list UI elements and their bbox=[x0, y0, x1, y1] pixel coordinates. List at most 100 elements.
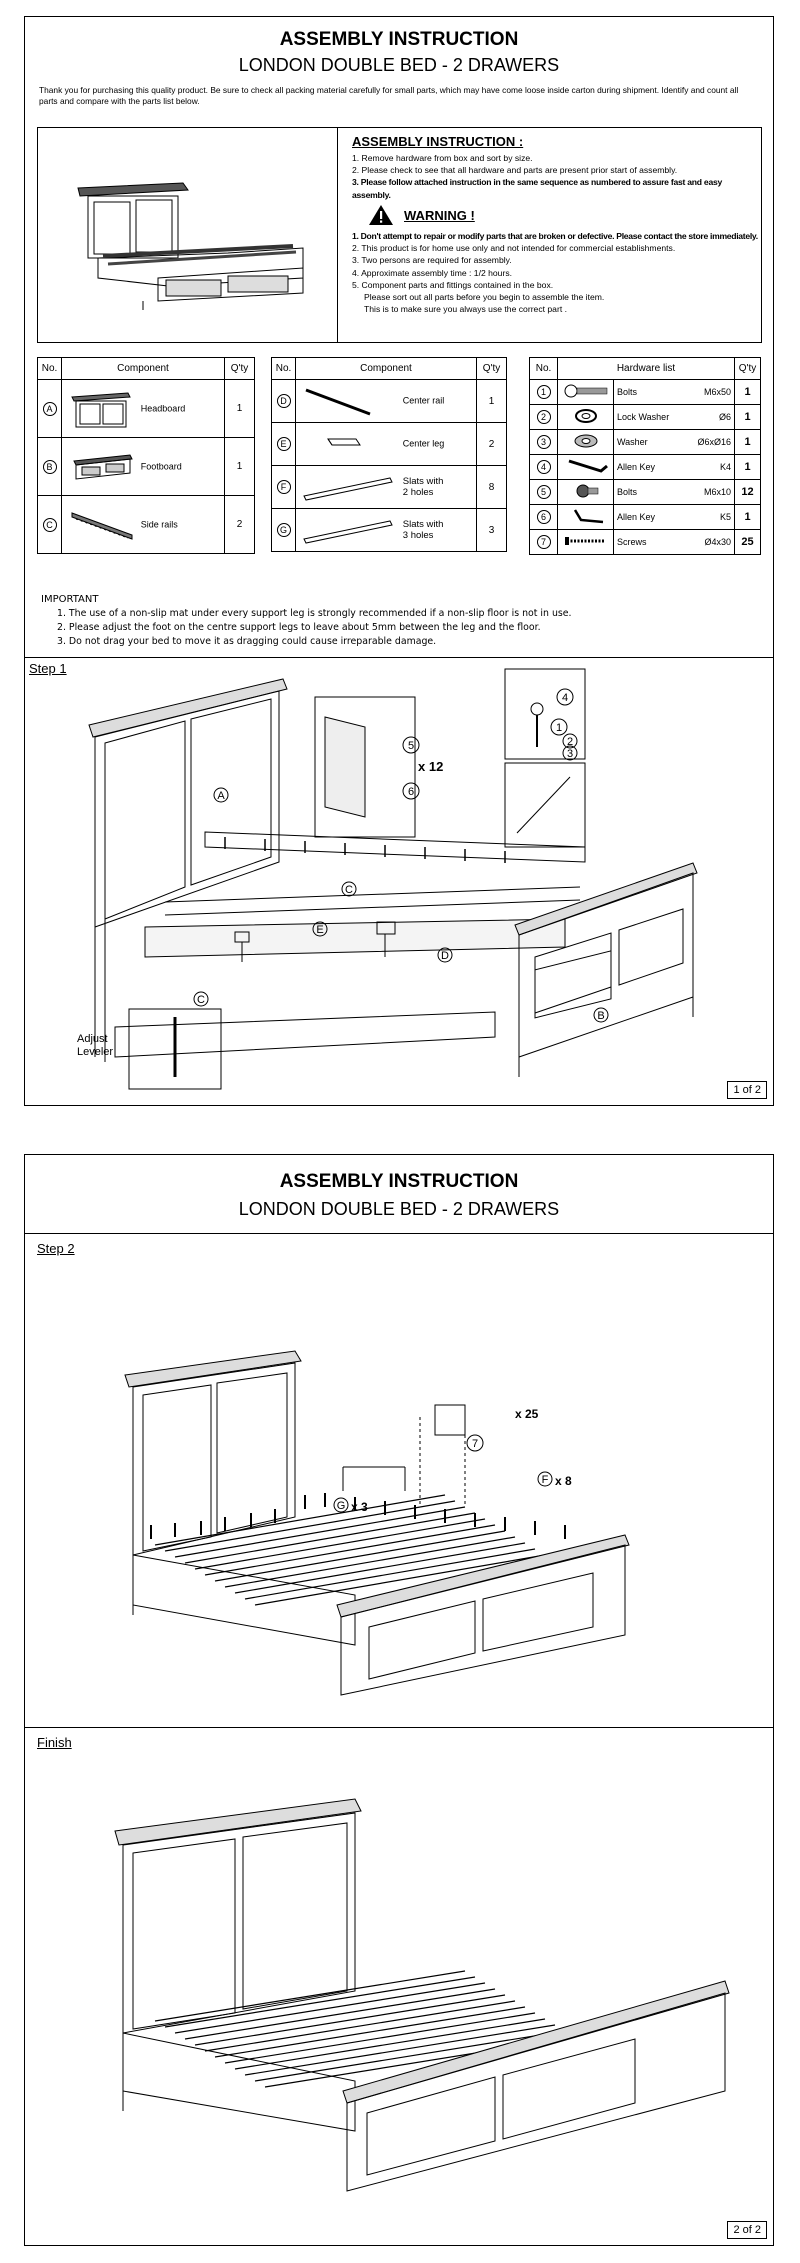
warning-item: 4. Approximate assembly time : 1/2 hours… bbox=[352, 267, 513, 278]
warnings-list: 1. Don't attempt to repair or modify par… bbox=[352, 230, 758, 315]
col-no: No. bbox=[37, 357, 62, 380]
part-letter: B bbox=[42, 459, 57, 474]
warning-triangle-icon bbox=[369, 205, 393, 225]
slats-f-callout: x 8 bbox=[555, 1474, 572, 1488]
page-subtitle: LONDON DOUBLE BED - 2 DRAWERS bbox=[238, 55, 560, 75]
hardware-number: 1 bbox=[536, 385, 551, 399]
page-number: 1 of 2 bbox=[727, 1081, 767, 1099]
leveler-label: Leveler bbox=[77, 1046, 114, 1058]
important-item: 1. The use of a non-slip mat under every… bbox=[57, 608, 572, 619]
part-letter: D bbox=[276, 394, 291, 408]
col-qty: Q'ty bbox=[224, 357, 255, 380]
bolts-count-callout: x 12 bbox=[418, 759, 444, 774]
table-row: F Slats with 2 holes 8 bbox=[271, 465, 507, 509]
table-row: D Center rail 1 bbox=[271, 379, 507, 423]
label-g: G bbox=[337, 1500, 346, 1512]
warning-item: 2. This product is for home use only and… bbox=[352, 243, 676, 254]
step-2-diagram: G F 7 bbox=[124, 1350, 630, 1696]
page-number: 2 of 2 bbox=[727, 2221, 767, 2239]
label-f: F bbox=[542, 1474, 549, 1486]
col-no: No. bbox=[529, 357, 558, 380]
col-component: Component bbox=[61, 357, 225, 380]
allen-key-k5-icon bbox=[573, 508, 603, 523]
instructions-list: 1. Remove hardware from box and sort by … bbox=[352, 152, 761, 201]
center-rail-icon bbox=[305, 388, 371, 416]
hardware-size: K5 bbox=[719, 512, 731, 522]
hardware-number: 5 bbox=[536, 485, 551, 499]
part-letter: E bbox=[276, 437, 291, 451]
hardware-number: 6 bbox=[536, 510, 551, 524]
instruction-page-2: ASSEMBLY INSTRUCTION LONDON DOUBLE BED -… bbox=[24, 1154, 774, 2246]
instruction-item: 2. Please check to see that all hardware… bbox=[352, 165, 678, 176]
adjust-leveler-callout: Adjust Leveler bbox=[77, 1033, 113, 1059]
part-letter: G bbox=[276, 523, 291, 537]
hardware-name: Lock Washer bbox=[617, 412, 670, 422]
label-5: 5 bbox=[408, 740, 414, 752]
hardware-size: K4 bbox=[719, 462, 731, 472]
hardware-size: Ø6xØ16 bbox=[697, 437, 731, 447]
allen-key-k4-icon bbox=[568, 459, 608, 473]
hardware-name: Bolts bbox=[617, 387, 638, 397]
bolt-icon bbox=[564, 384, 607, 397]
instructions-heading: ASSEMBLY INSTRUCTION : bbox=[352, 134, 524, 149]
page-title: ASSEMBLY INSTRUCTION bbox=[279, 1171, 519, 1192]
hardware-name: Washer bbox=[617, 437, 648, 447]
part-qty: 1 bbox=[224, 379, 255, 438]
part-name: Footboard bbox=[140, 461, 182, 472]
part-name: Center rail bbox=[402, 395, 445, 406]
screw-icon bbox=[564, 536, 605, 545]
part-qty: 3 bbox=[476, 508, 507, 552]
instruction-item: 1. Remove hardware from box and sort by … bbox=[352, 153, 533, 163]
slat-2-holes-icon bbox=[303, 477, 393, 501]
hardware-qty: 1 bbox=[734, 504, 761, 530]
washer-icon bbox=[574, 434, 597, 447]
hardware-size: Ø6 bbox=[718, 412, 731, 422]
slat-3-holes-icon bbox=[303, 520, 393, 544]
finish-label: Finish bbox=[37, 1735, 72, 1750]
table-row: B Footboard 1 bbox=[37, 437, 255, 496]
components-table-mid: No. Component Q'ty D Center rail 1 E Cen… bbox=[271, 357, 507, 552]
label-b: B bbox=[597, 1010, 604, 1022]
part-name: Center leg bbox=[402, 438, 445, 449]
col-no: No. bbox=[271, 357, 296, 380]
hardware-qty: 1 bbox=[734, 379, 761, 405]
part-qty: 2 bbox=[476, 422, 507, 466]
part-qty: 8 bbox=[476, 465, 507, 509]
col-qty: Q'ty bbox=[476, 357, 507, 380]
important-heading: IMPORTANT bbox=[41, 594, 99, 605]
headboard-icon bbox=[71, 391, 131, 427]
table-row: 2 Lock Washer Ø6 1 bbox=[529, 404, 761, 430]
hardware-name: Allen Key bbox=[617, 462, 656, 472]
hardware-number: 4 bbox=[536, 460, 551, 474]
part-qty: 1 bbox=[224, 437, 255, 496]
lock-washer-icon bbox=[574, 408, 597, 423]
part-letter: F bbox=[276, 480, 291, 494]
hardware-number: 2 bbox=[536, 410, 551, 424]
warning-header: WARNING ! bbox=[368, 204, 475, 226]
warning-item: 5. Component parts and fittings containe… bbox=[352, 279, 554, 290]
table-row: A Headboard 1 bbox=[37, 379, 255, 438]
part-qty: 1 bbox=[476, 379, 507, 423]
label-c: C bbox=[345, 884, 353, 896]
important-item: 3. Do not drag your bed to move it as dr… bbox=[57, 636, 437, 647]
finish-diagram bbox=[114, 1798, 730, 2192]
hardware-qty: 1 bbox=[734, 404, 761, 430]
hardware-size: Ø4x30 bbox=[704, 537, 731, 547]
label-1: 1 bbox=[556, 722, 562, 734]
col-component: Component bbox=[295, 357, 477, 380]
part-name: Side rails bbox=[140, 519, 178, 530]
table-row: G Slats with 3 holes 3 bbox=[271, 508, 507, 552]
hardware-size: M6x10 bbox=[703, 487, 731, 497]
hardware-qty: 12 bbox=[734, 479, 761, 505]
hardware-qty: 1 bbox=[734, 454, 761, 480]
important-item: 2. Please adjust the foot on the centre … bbox=[57, 622, 541, 633]
part-letter: C bbox=[42, 517, 57, 532]
center-leg-icon bbox=[327, 438, 361, 446]
table-row: C Side rails 2 bbox=[37, 495, 255, 554]
table-row: E Center leg 2 bbox=[271, 422, 507, 466]
